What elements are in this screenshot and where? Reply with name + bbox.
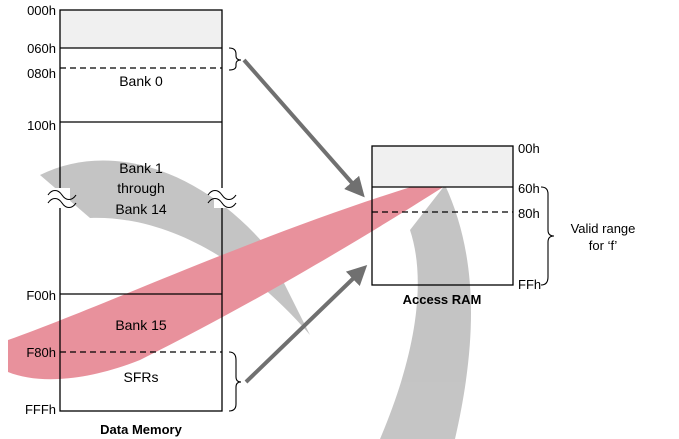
access-address-80h: 80h	[518, 206, 540, 221]
access-address-60h: 60h	[518, 181, 540, 196]
data-memory-caption: Data Memory	[100, 422, 182, 437]
watermark-logo	[8, 160, 471, 439]
bank-14-label: Bank 14	[115, 201, 167, 217]
address-060h: 060h	[27, 41, 56, 56]
arrow-low-to-access-ram	[244, 60, 360, 192]
address-080h: 080h	[27, 66, 56, 81]
valid-range-label-line2: for ‘f’	[589, 238, 618, 253]
address-100h: 100h	[27, 118, 56, 133]
bank-1-label: Bank 1	[119, 160, 163, 176]
bank-0-label: Bank 0	[119, 73, 163, 89]
address-F80h: F80h	[26, 345, 56, 360]
valid-range-brace	[541, 187, 554, 285]
brace-access-bank-high	[229, 352, 241, 411]
access-address-FFh: FFh	[518, 277, 541, 292]
watermark-grey-arc-right	[380, 185, 471, 439]
sfrs-label: SFRs	[124, 369, 159, 385]
bank-through-label: through	[117, 180, 164, 196]
address-F00h: F00h	[26, 288, 56, 303]
access-ram-caption: Access RAM	[403, 292, 482, 307]
reserved-region	[60, 10, 222, 48]
valid-range-label-line1: Valid range	[571, 221, 636, 236]
brace-access-bank-low	[229, 48, 241, 70]
address-FFFh: FFFh	[25, 402, 56, 417]
access-ram-reserved-region	[372, 146, 513, 187]
bank-15-label: Bank 15	[115, 317, 167, 333]
address-000h: 000h	[27, 3, 56, 18]
access-address-00h: 00h	[518, 141, 540, 156]
